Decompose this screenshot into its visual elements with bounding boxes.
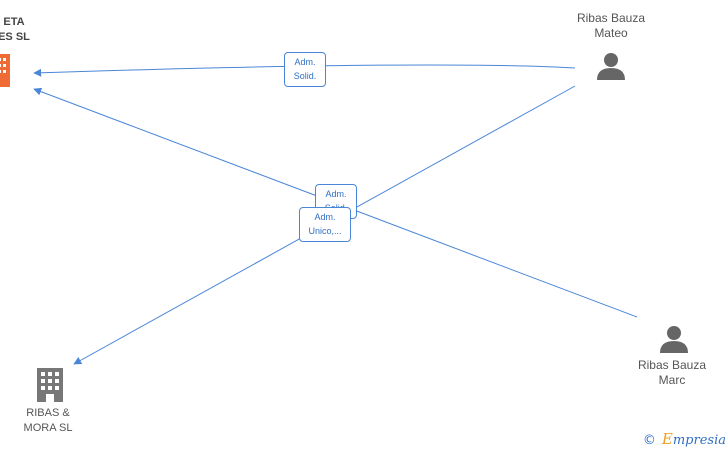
main-company-label[interactable]: ETA ES SL	[0, 15, 44, 45]
copyright-icon: ©	[642, 433, 656, 448]
mateo-label-line1: Ribas Bauza	[576, 11, 646, 25]
edge-label-mateo-ribas-mora-line2: Unico,...	[308, 226, 342, 236]
edge-label-mateo-ribas-mora[interactable]: Adm. Unico,...	[299, 207, 351, 242]
main-company-building-icon[interactable]	[0, 54, 10, 87]
brand-name: mpresia	[672, 433, 726, 448]
brand-footer[interactable]: © Empresia	[643, 430, 726, 448]
main-company-label-line1: ETA	[3, 16, 25, 28]
brand-initial: E	[661, 430, 673, 448]
ribas-mora-label[interactable]: RIBAS & MORA SL	[8, 406, 88, 436]
mateo-label-line2: Mateo	[594, 26, 628, 40]
ribas-mora-building-icon[interactable]	[37, 368, 63, 402]
person-icon-marc[interactable]	[660, 326, 688, 353]
edge-label-mateo-main[interactable]: Adm. Solid.	[284, 52, 326, 87]
marc-label-line2: Marc	[658, 373, 686, 387]
ribas-mora-label-line1: RIBAS &	[26, 407, 70, 419]
edge-label-mateo-main-line2: Solid.	[293, 71, 317, 81]
ribas-mora-label-line2: MORA SL	[23, 422, 73, 434]
main-company-label-line2: ES SL	[0, 31, 30, 43]
ribas-bauza-mateo-label[interactable]: Ribas Bauza Mateo	[561, 11, 661, 41]
edge-label-mateo-main-line1: Adm.	[294, 57, 316, 67]
edge-label-marc-main-line1: Adm.	[325, 189, 347, 199]
ribas-bauza-marc-label[interactable]: Ribas Bauza Marc	[622, 358, 722, 388]
marc-label-line1: Ribas Bauza	[637, 358, 707, 372]
edge-mateo-to-main	[33, 64, 576, 77]
person-icon-mateo[interactable]	[597, 53, 625, 80]
edge-label-mateo-ribas-mora-line1: Adm.	[314, 212, 336, 222]
